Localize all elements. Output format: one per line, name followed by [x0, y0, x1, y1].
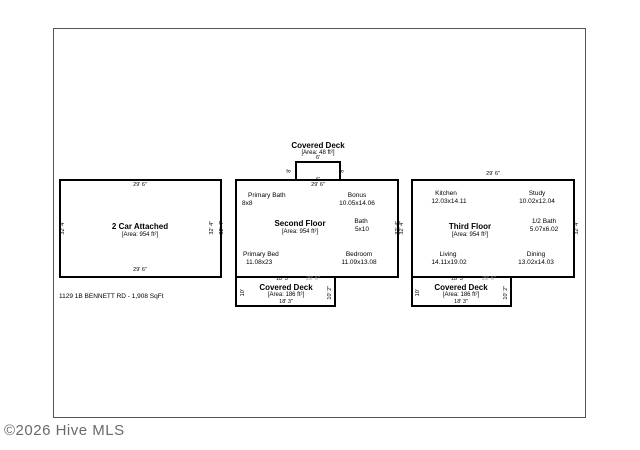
garage-area: [Area: 954 ft²]: [121, 232, 159, 238]
covered-deck-top-dim-left: 8': [286, 168, 293, 173]
room-primary-bath-size: 8x8: [242, 200, 253, 207]
deck-left-dim-left: 10': [239, 289, 246, 297]
watermark: ©2026 Hive MLS: [4, 422, 125, 439]
deck-right-dim-right: 10' 2": [503, 285, 510, 300]
deck-left-dim-top: 18' 3": [276, 276, 290, 282]
room-bedroom-name: Bedroom: [345, 251, 373, 258]
room-study-size: 10.02x12.04: [519, 198, 555, 205]
third-floor-dim-right: 32' 4": [574, 220, 581, 235]
third-floor-dim-top: 29' 6": [486, 171, 500, 177]
garage-dim-bottom: 29' 6": [133, 267, 147, 273]
garage-room: [59, 179, 222, 278]
deck-left-area: [Area: 186 ft²]: [267, 292, 305, 298]
deck-right-area: [Area: 186 ft²]: [442, 292, 480, 298]
room-kitchen-size: 12.03x14.11: [431, 198, 467, 205]
plan-frame: [53, 28, 586, 418]
deck-right-dim-top-gray: 29' 6": [482, 276, 496, 282]
room-bonus-size: 10.05x14.06: [339, 200, 375, 207]
second-floor-title: Second Floor: [274, 219, 326, 228]
room-living-size: 14.11x19.02: [431, 259, 467, 266]
deck-right-dim-bottom: 18' 3": [454, 299, 468, 305]
room-dining-name: Dining: [526, 251, 546, 258]
room-dining-size: 13.02x14.03: [518, 259, 554, 266]
room-bedroom-size: 11.09x13.08: [341, 259, 377, 266]
garage-dim-top: 29' 6": [133, 182, 147, 188]
deck-right-dim-top: 18' 3": [451, 276, 465, 282]
garage-dim-right: 32' 4": [209, 220, 216, 235]
room-primary-bath-name: Primary Bath: [248, 192, 286, 199]
second-floor-room: [235, 179, 399, 278]
deck-left-dim-bottom: 18' 3": [279, 299, 293, 305]
deck-right-title: Covered Deck: [434, 283, 488, 292]
address-footer: 1129 1B BENNETT RD - 1,908 SqFt: [59, 293, 164, 300]
deck-left-dim-right: 10' 2": [327, 285, 334, 300]
room-living-name: Living: [439, 251, 457, 258]
room-study-name: Study: [528, 190, 546, 197]
covered-deck-top-area: [Area: 48 ft²]: [301, 150, 335, 156]
room-kitchen-name: Kitchen: [435, 190, 457, 197]
room-half-bath-name: 1/2 Bath: [531, 218, 557, 225]
room-bonus-name: Bonus: [347, 192, 367, 199]
covered-deck-top-dim-top: 6': [315, 155, 321, 161]
garage-title: 2 Car Attached: [111, 222, 169, 231]
deck-right-dim-left: 10': [414, 289, 421, 297]
deck-left-room: [235, 276, 336, 307]
third-floor-dim-left: 32' 4": [399, 220, 406, 235]
room-half-bath-size: 5.07x6.02: [529, 226, 559, 233]
third-floor-title: Third Floor: [448, 222, 492, 231]
deck-left-title: Covered Deck: [259, 283, 313, 292]
garage-dim-left: 32' 4": [60, 220, 67, 235]
second-floor-dim-top: 29' 6": [311, 182, 325, 188]
third-floor-area: [Area: 954 ft²]: [451, 232, 489, 238]
room-primary-bed-size: 11.08x23: [246, 259, 273, 266]
room-bath-name: Bath: [354, 218, 368, 225]
covered-deck-top-title: Covered Deck: [291, 141, 345, 150]
second-floor-area: [Area: 954 ft²]: [281, 229, 319, 235]
room-primary-bed-name: Primary Bed: [243, 251, 279, 258]
second-floor-dim-left: 32' 4": [219, 220, 226, 235]
deck-right-room: [411, 276, 512, 307]
covered-deck-top-dim-right: 8': [339, 168, 346, 173]
room-bath-size: 5x10: [354, 226, 370, 233]
deck-left-dim-top-gray: 29' 6": [306, 276, 320, 282]
